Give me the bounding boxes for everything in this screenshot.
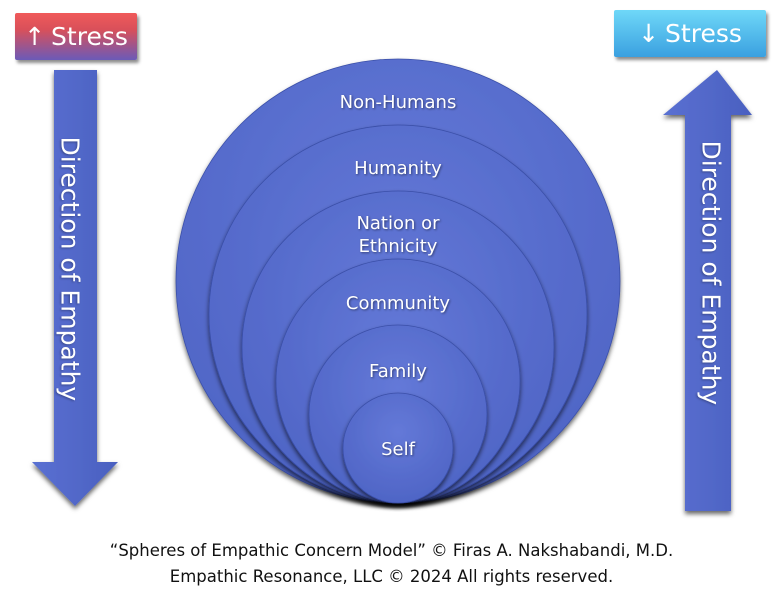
- left-arrow-label: Direction of Empathy: [55, 136, 85, 402]
- down-arrow-icon: ↓: [638, 19, 660, 48]
- label-nation-ethnicity: Nation or Ethnicity: [356, 213, 440, 257]
- caption-line-1: “Spheres of Empathic Concern Model” © Fi…: [109, 541, 674, 560]
- sphere-self: [342, 392, 454, 504]
- stress-label: Stress: [665, 19, 742, 48]
- spheres: [175, 58, 621, 504]
- caption-line-2: Empathic Resonance, LLC © 2024 All right…: [169, 567, 614, 586]
- label-self: Self: [381, 439, 415, 460]
- right-up-arrow: [663, 70, 752, 511]
- decreased-stress-badge: ↓ Stress: [614, 10, 766, 57]
- stress-label: Stress: [51, 22, 128, 51]
- right-arrow-label: Direction of Empathy: [696, 140, 726, 406]
- label-humanity: Humanity: [354, 158, 442, 179]
- label-non-humans: Non-Humans: [339, 92, 457, 113]
- left-down-arrow: [32, 70, 118, 506]
- up-arrow-icon: ↑: [24, 22, 46, 51]
- increased-stress-badge: ↑ Stress: [15, 13, 137, 60]
- label-family: Family: [369, 361, 427, 382]
- label-community: Community: [345, 293, 451, 314]
